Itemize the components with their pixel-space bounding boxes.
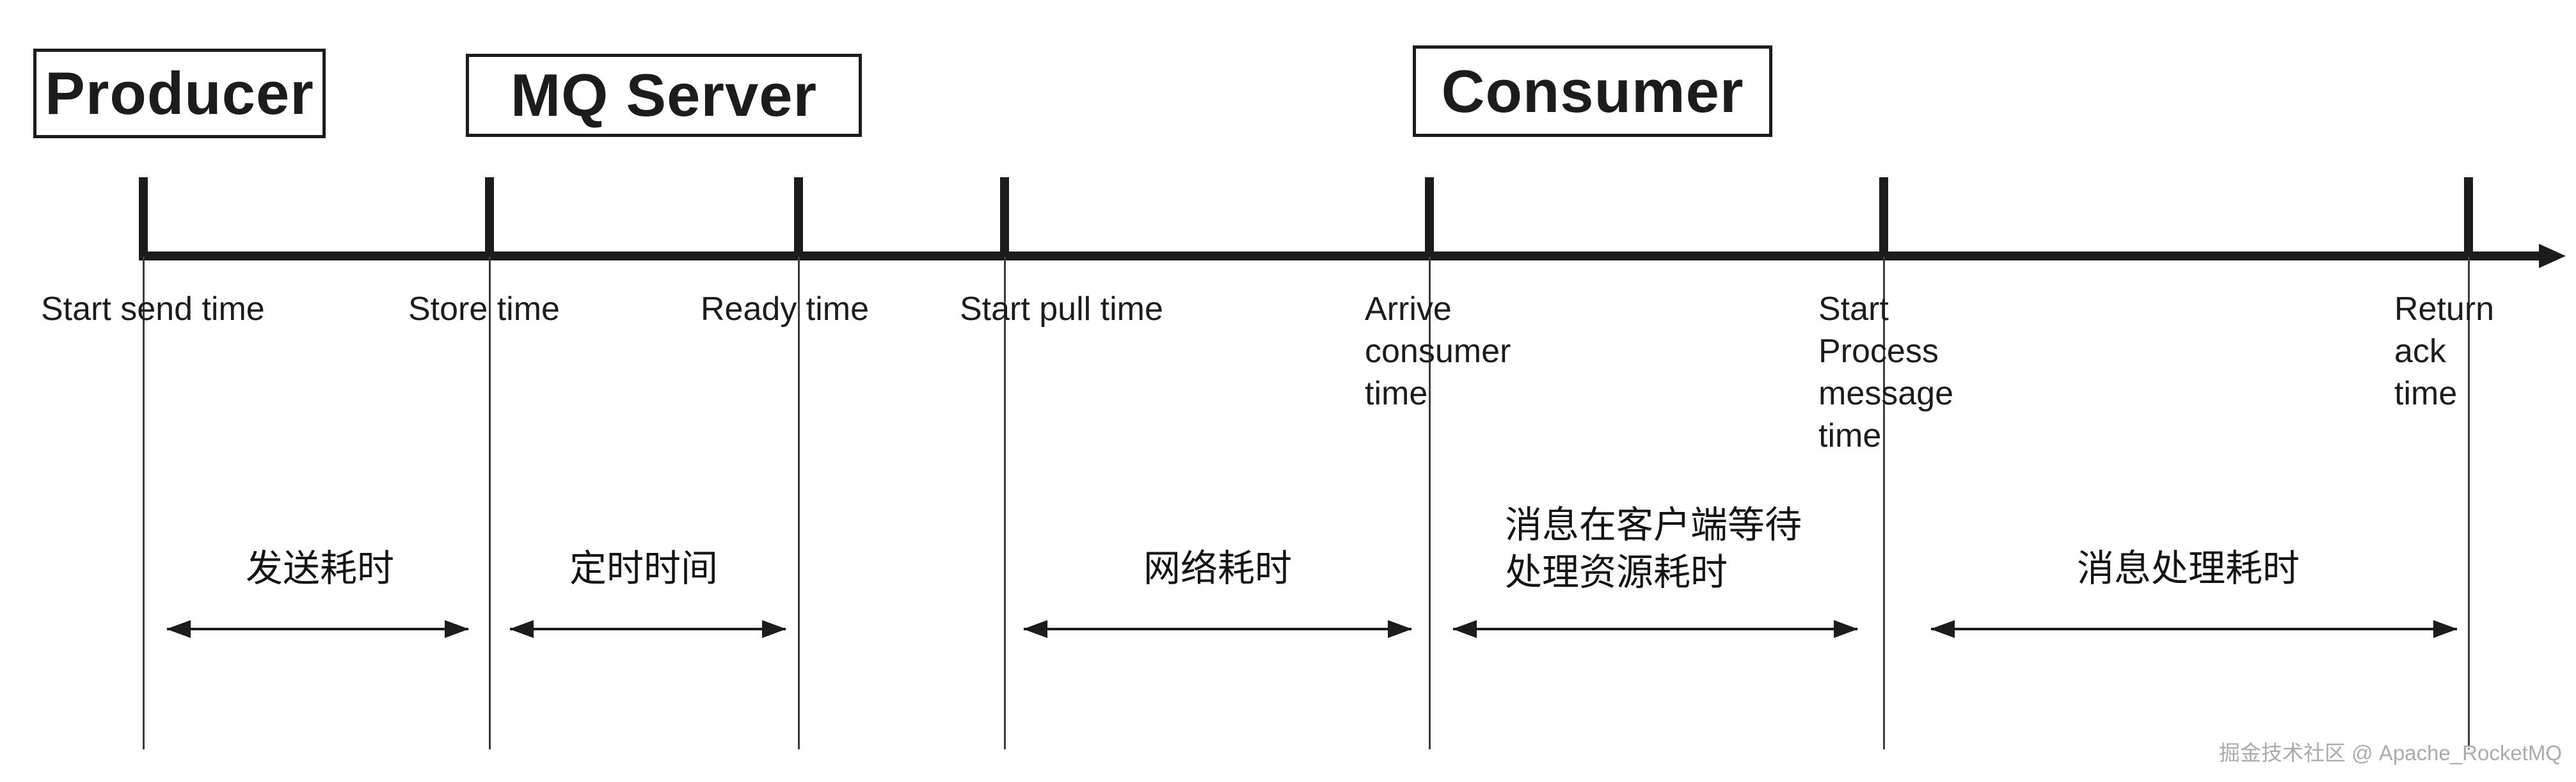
arrowhead-left-icon — [1023, 620, 1047, 638]
arrowhead-left-icon — [509, 620, 534, 638]
tick-ready — [794, 177, 803, 257]
tick-store — [485, 177, 494, 257]
arrowhead-right-icon — [1388, 620, 1412, 638]
guide-line-store — [489, 257, 491, 749]
event-label-arrive-consumer: Arrive consumer time — [1365, 291, 1511, 412]
tick-arrive-consumer — [1425, 177, 1434, 257]
mq-server-box: MQ Server — [466, 54, 862, 137]
watermark-text: 掘金技术社区 @ Apache_RocketMQ — [2219, 741, 2562, 765]
event-label-return-ack: Return ack time — [2394, 291, 2495, 412]
guide-line-arrive-consumer — [1429, 257, 1431, 749]
arrowhead-right-icon — [2433, 620, 2458, 638]
guide-line-return-ack — [2468, 257, 2470, 749]
arrowhead-left-icon — [1452, 620, 1477, 638]
guide-line-start-process — [1883, 257, 1885, 749]
duration-label-client-wait-cost: 消息在客户端等待 处理资源耗时 — [1505, 504, 1802, 593]
event-label-start-pull: Start pull time — [960, 291, 1163, 328]
duration-arrow-send — [166, 620, 469, 638]
duration-arrow-client-wait — [1452, 620, 1858, 638]
arrowhead-right-icon — [1834, 620, 1858, 638]
arrowhead-left-icon — [1930, 620, 1955, 638]
guide-line-start-send — [143, 257, 145, 749]
guide-line-ready — [798, 257, 800, 749]
tick-start-pull — [1000, 177, 1009, 257]
duration-arrow-process — [1930, 620, 2458, 638]
arrowhead-right-icon — [445, 620, 469, 638]
duration-label-timer-cost: 定时时间 — [569, 548, 719, 589]
time-axis-arrowhead-icon — [2539, 244, 2566, 268]
duration-arrow-network — [1023, 620, 1412, 638]
duration-arrow-timer — [509, 620, 786, 638]
producer-box-label: Producer — [45, 60, 314, 127]
duration-label-send-cost: 发送耗时 — [245, 548, 395, 589]
event-label-ready: Ready time — [701, 291, 869, 328]
tick-return-ack — [2464, 177, 2473, 257]
guide-line-start-pull — [1004, 257, 1006, 749]
event-label-start-process: Start Process message time — [1818, 291, 1953, 454]
consumer-box-label: Consumer — [1441, 57, 1744, 125]
arrowhead-right-icon — [762, 620, 786, 638]
tick-start-process — [1879, 177, 1888, 257]
consumer-box: Consumer — [1413, 45, 1772, 137]
event-label-store: Store time — [408, 291, 560, 328]
event-label-start-send: Start send time — [41, 291, 265, 328]
arrowhead-left-icon — [166, 620, 191, 638]
mq-server-box-label: MQ Server — [510, 61, 818, 129]
duration-label-network-cost: 网络耗时 — [1143, 548, 1292, 589]
tick-start-send — [139, 177, 148, 257]
time-axis-line — [139, 251, 2543, 260]
producer-box: Producer — [33, 49, 326, 138]
duration-label-process-cost: 消息处理耗时 — [2076, 548, 2300, 589]
